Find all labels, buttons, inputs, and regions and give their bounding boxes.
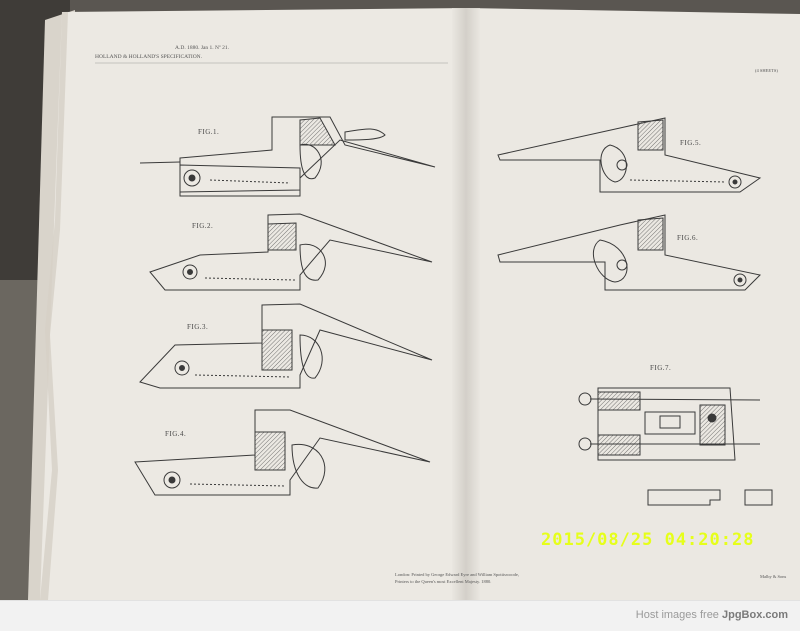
imprint-line2: Printers to the Queen's most Excellent M…: [395, 579, 491, 584]
book-photo: A.D. 1880. Jan 1. Nº 21. HOLLAND & HOLLA…: [0, 0, 800, 600]
figure-5: FIG.5.: [497, 117, 762, 193]
figure-3: FIG.3.: [139, 303, 433, 389]
fig3-label: FIG.3.: [187, 323, 208, 331]
gutter: [452, 8, 480, 600]
footer-brand[interactable]: JpgBox.com: [721, 609, 788, 621]
right-page: [462, 8, 800, 600]
figure-2: FIG.2.: [149, 213, 433, 291]
fig6-label: FIG.6.: [677, 234, 698, 242]
figure-7: FIG.7.: [578, 364, 773, 506]
photo-scene: A.D. 1880. Jan 1. Nº 21. HOLLAND & HOLLA…: [0, 0, 800, 600]
imprint-corner: Malby & Sons: [760, 574, 787, 579]
fig5-label: FIG.5.: [680, 139, 701, 147]
fig2-label: FIG.2.: [192, 222, 213, 230]
header-line2: HOLLAND & HOLLAND'S SPECIFICATION.: [95, 54, 203, 60]
footer-bar: Host images free JpgBox.com: [0, 600, 800, 631]
figure-1: FIG.1.: [139, 116, 436, 197]
header-line1: A.D. 1880. Jan 1. Nº 21.: [175, 45, 230, 51]
fig7-label: FIG.7.: [650, 364, 671, 372]
fig1-label: FIG.1.: [198, 128, 219, 136]
date-timestamp: 2015/08/25 04:20:28: [541, 530, 755, 550]
left-page: [40, 8, 470, 600]
figure-6: FIG.6.: [497, 214, 762, 291]
fig4-label: FIG.4.: [165, 430, 186, 438]
imprint-line1: London: Printed by George Edward Eyre an…: [395, 572, 519, 578]
header-corner: (4 SHEETS): [755, 68, 778, 73]
figure-4: FIG.4.: [134, 409, 431, 496]
footer-credit[interactable]: Host images free JpgBox.com: [636, 609, 788, 621]
footer-prefix: Host images free: [635, 609, 722, 621]
